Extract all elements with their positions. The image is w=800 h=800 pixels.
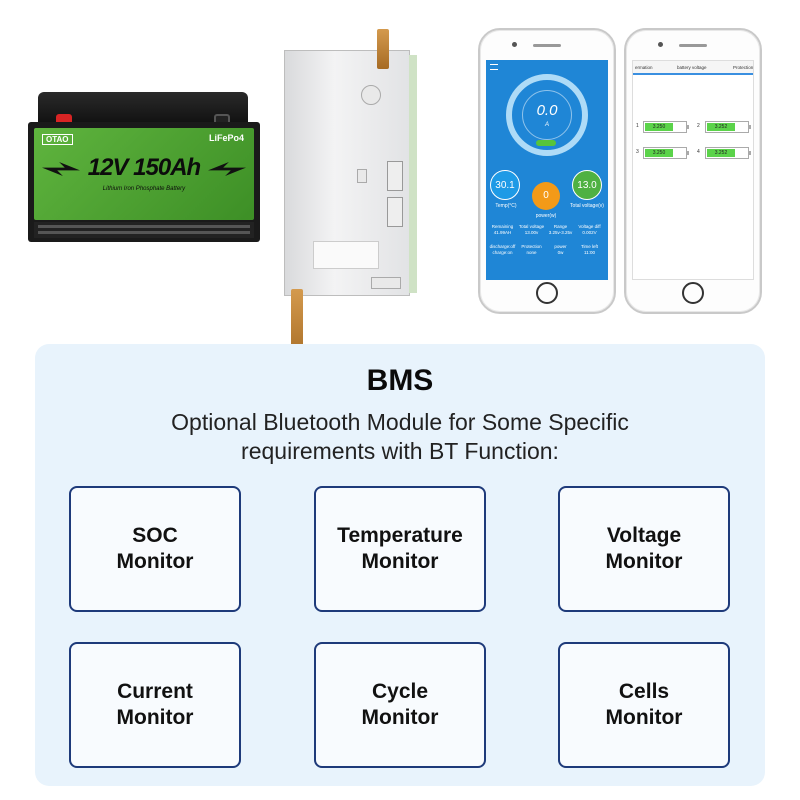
panel-subtitle-line: Optional Bluetooth Module for Some Speci… xyxy=(171,409,629,435)
cell-number: 4 xyxy=(697,149,700,155)
temperature-label: Temp(°C) xyxy=(495,203,517,209)
feature-label: Monitor xyxy=(116,550,194,573)
battery-chemistry: LiFePo4 xyxy=(208,133,244,143)
feature-label: Monitor xyxy=(361,706,439,729)
feature-label: Current xyxy=(117,680,193,703)
bms-board-edge xyxy=(409,55,417,293)
feature-soc-monitor: SOC Monitor xyxy=(69,486,241,612)
battery-label: OTAO LiFePo4 12V 150Ah Lithium Iron Phos… xyxy=(34,128,254,220)
camera-icon xyxy=(512,42,517,47)
board-component xyxy=(361,85,381,105)
app-screen-dashboard: 0.0 A 30.1 Temp(°C) 0 power(w) 13.0 Tota… xyxy=(486,60,608,280)
cell-number: 2 xyxy=(697,123,700,129)
battery-brand-logo: OTAO xyxy=(42,134,73,145)
battery-body: OTAO LiFePo4 12V 150Ah Lithium Iron Phos… xyxy=(28,122,260,242)
voltage-label: Total voltage(v) xyxy=(570,203,604,209)
cell-indicator: 3.252 xyxy=(705,147,751,159)
board-connector xyxy=(387,161,403,191)
battery-footer xyxy=(34,222,254,238)
bms-board-image xyxy=(284,29,417,365)
board-component xyxy=(371,277,401,289)
tab-protection[interactable]: Protection xyxy=(733,65,754,70)
bms-info-panel: BMS Optional Bluetooth Module for Some S… xyxy=(35,344,765,786)
home-button[interactable] xyxy=(536,282,558,304)
cell-value: 3.250 xyxy=(645,123,673,131)
panel-subtitle: Optional Bluetooth Module for Some Speci… xyxy=(35,408,765,466)
cell-value: 3.250 xyxy=(645,149,673,157)
power-label: power(w) xyxy=(535,213,557,219)
feature-label: SOC xyxy=(132,524,178,547)
board-sticker xyxy=(313,241,379,269)
feature-label: Voltage xyxy=(606,524,682,547)
cell-value: 3.252 xyxy=(707,149,735,157)
feature-label: Monitor xyxy=(605,550,683,573)
phone-dashboard: 0.0 A 30.1 Temp(°C) 0 power(w) 13.0 Tota… xyxy=(478,28,616,314)
cell-indicator: 3.250 xyxy=(643,147,689,159)
voltage-circle: 13.0 xyxy=(572,170,602,200)
current-gauge: 0.0 A xyxy=(506,74,588,156)
panel-subtitle-line: requirements with BT Function: xyxy=(241,438,559,464)
board-component xyxy=(357,169,367,183)
gauge-value: 0.0 xyxy=(536,102,558,119)
speaker-grille xyxy=(679,44,707,47)
app-screen-cells: ermation battery voltage Protection 1 3.… xyxy=(632,60,754,280)
battery-image: OTAO LiFePo4 12V 150Ah Lithium Iron Phos… xyxy=(28,92,260,244)
power-circle: 0 xyxy=(532,182,560,210)
gauge-inner-ring xyxy=(522,90,572,140)
cell-number: 3 xyxy=(636,149,639,155)
feature-label: Monitor xyxy=(605,706,683,729)
feature-label: Temperature xyxy=(337,524,463,547)
tab-information[interactable]: ermation xyxy=(635,65,653,70)
battery-lid xyxy=(38,92,248,128)
cell-indicator: 3.252 xyxy=(705,121,751,133)
speaker-grille xyxy=(533,44,561,47)
menu-icon[interactable] xyxy=(490,64,498,70)
cell-value: 3.252 xyxy=(707,123,735,131)
gauge-fill xyxy=(536,140,556,146)
battery-subtitle: Lithium Iron Phosphate Battery xyxy=(102,186,186,192)
battery-spec: 12V 150Ah xyxy=(87,154,201,181)
phone-cell-voltage: ermation battery voltage Protection 1 3.… xyxy=(624,28,762,314)
feature-label: Monitor xyxy=(116,706,194,729)
cell-number: 1 xyxy=(636,123,639,129)
board-connector xyxy=(387,197,403,227)
temperature-circle: 30.1 xyxy=(490,170,520,200)
gauge-unit: A xyxy=(544,122,549,128)
cell-indicator: 3.250 xyxy=(643,121,689,133)
panel-title: BMS xyxy=(366,364,434,397)
copper-tab xyxy=(377,29,389,69)
feature-label: Cells xyxy=(618,680,670,703)
home-button[interactable] xyxy=(682,282,704,304)
camera-icon xyxy=(658,42,663,47)
feature-label: Cycle xyxy=(371,680,429,703)
tab-battery-voltage[interactable]: battery voltage xyxy=(677,65,707,70)
feature-label: Monitor xyxy=(361,550,439,573)
app-tabbar: ermation battery voltage Protection xyxy=(633,61,753,75)
